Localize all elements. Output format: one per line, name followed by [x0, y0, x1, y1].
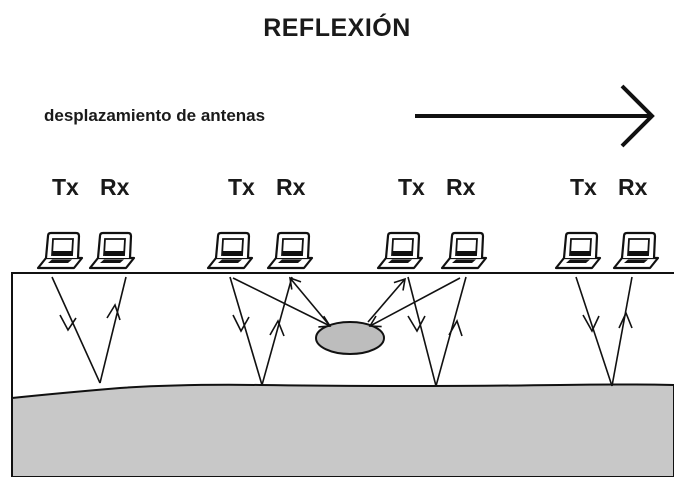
- rx-antenna-icon-3: [440, 231, 488, 270]
- rx-label-3: Rx: [446, 174, 476, 200]
- tx-antenna-icon-4: [554, 231, 602, 270]
- rx-antenna-icon-2: [266, 231, 314, 270]
- tx-label-4: Tx: [570, 174, 597, 200]
- tx-label-1: Tx: [52, 174, 79, 200]
- tx-antenna-icon-3: [376, 231, 424, 270]
- rx-antenna-icon-4: [612, 231, 660, 270]
- rx-label-1: Rx: [100, 174, 130, 200]
- antenna-pair-1: [36, 231, 136, 270]
- reflecting-layer: [11, 383, 674, 477]
- rx-label-2: Rx: [276, 174, 306, 200]
- buried-object: [315, 321, 385, 355]
- ray-paths-pair-2: [229, 276, 332, 386]
- antenna-pair-3: [376, 231, 488, 270]
- tx-label-2: Tx: [228, 174, 255, 200]
- tx-antenna-icon-1: [36, 231, 84, 270]
- tx-label-3: Tx: [398, 174, 425, 200]
- ray-paths-pair-1: [51, 276, 127, 384]
- antenna-displacement-label: desplazamiento de antenas: [44, 106, 266, 125]
- diagram-title: REFLEXIÓN: [263, 14, 411, 42]
- arrow-right-icon: [415, 84, 655, 148]
- antenna-pair-4: [554, 231, 660, 270]
- rx-antenna-icon-1: [88, 231, 136, 270]
- ray-paths-pair-3: [367, 276, 467, 387]
- tx-antenna-icon-2: [206, 231, 254, 270]
- antenna-pair-2: [206, 231, 314, 270]
- rx-label-4: Rx: [618, 174, 648, 200]
- ray-paths-pair-4: [575, 276, 633, 387]
